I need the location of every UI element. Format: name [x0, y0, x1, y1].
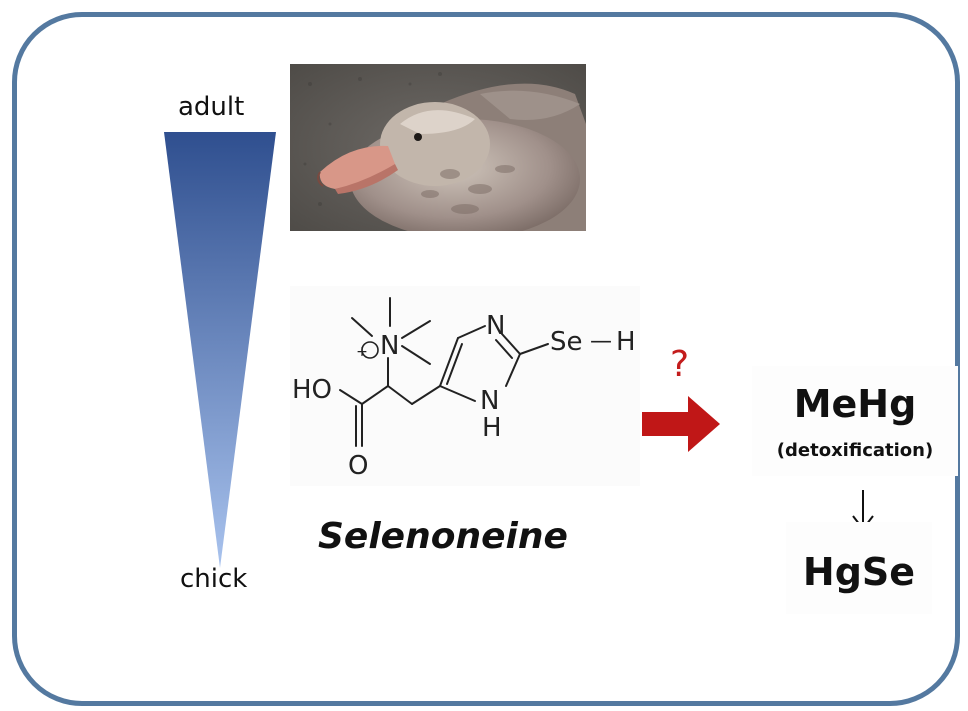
atom-n-ammonium: N [380, 331, 399, 361]
red-arrow-icon [642, 396, 720, 452]
age-gradient-wedge [164, 132, 276, 568]
atom-hydroxyl: HO [292, 375, 332, 405]
atom-carbonyl-o: O [348, 451, 368, 481]
atom-ring-nh-n: N [480, 386, 499, 416]
atom-ring-n: N [486, 311, 505, 341]
label-chick: chick [180, 564, 248, 594]
product-hgse: HgSe [802, 550, 916, 594]
wedge-shape [164, 132, 276, 568]
compound-name: Selenoneine [318, 516, 568, 557]
giant-petrel-photo [290, 64, 586, 231]
hgse-box [786, 522, 932, 614]
atom-selenium: Se [550, 327, 583, 357]
atom-se-h: H [616, 327, 636, 357]
se-h-bond: — [590, 329, 612, 354]
atom-ring-nh-h: H [482, 413, 502, 443]
label-adult: adult [178, 92, 245, 122]
question-mark: ? [670, 344, 690, 385]
charge-circle [361, 341, 379, 359]
charge-sign: + [356, 344, 368, 360]
selenoneine-structure: + N N N H Se — H HO O [290, 286, 640, 486]
detoxification-note: (detoxification) [776, 440, 934, 461]
product-mehg: MeHg [793, 382, 917, 426]
mehg-box [752, 366, 958, 476]
